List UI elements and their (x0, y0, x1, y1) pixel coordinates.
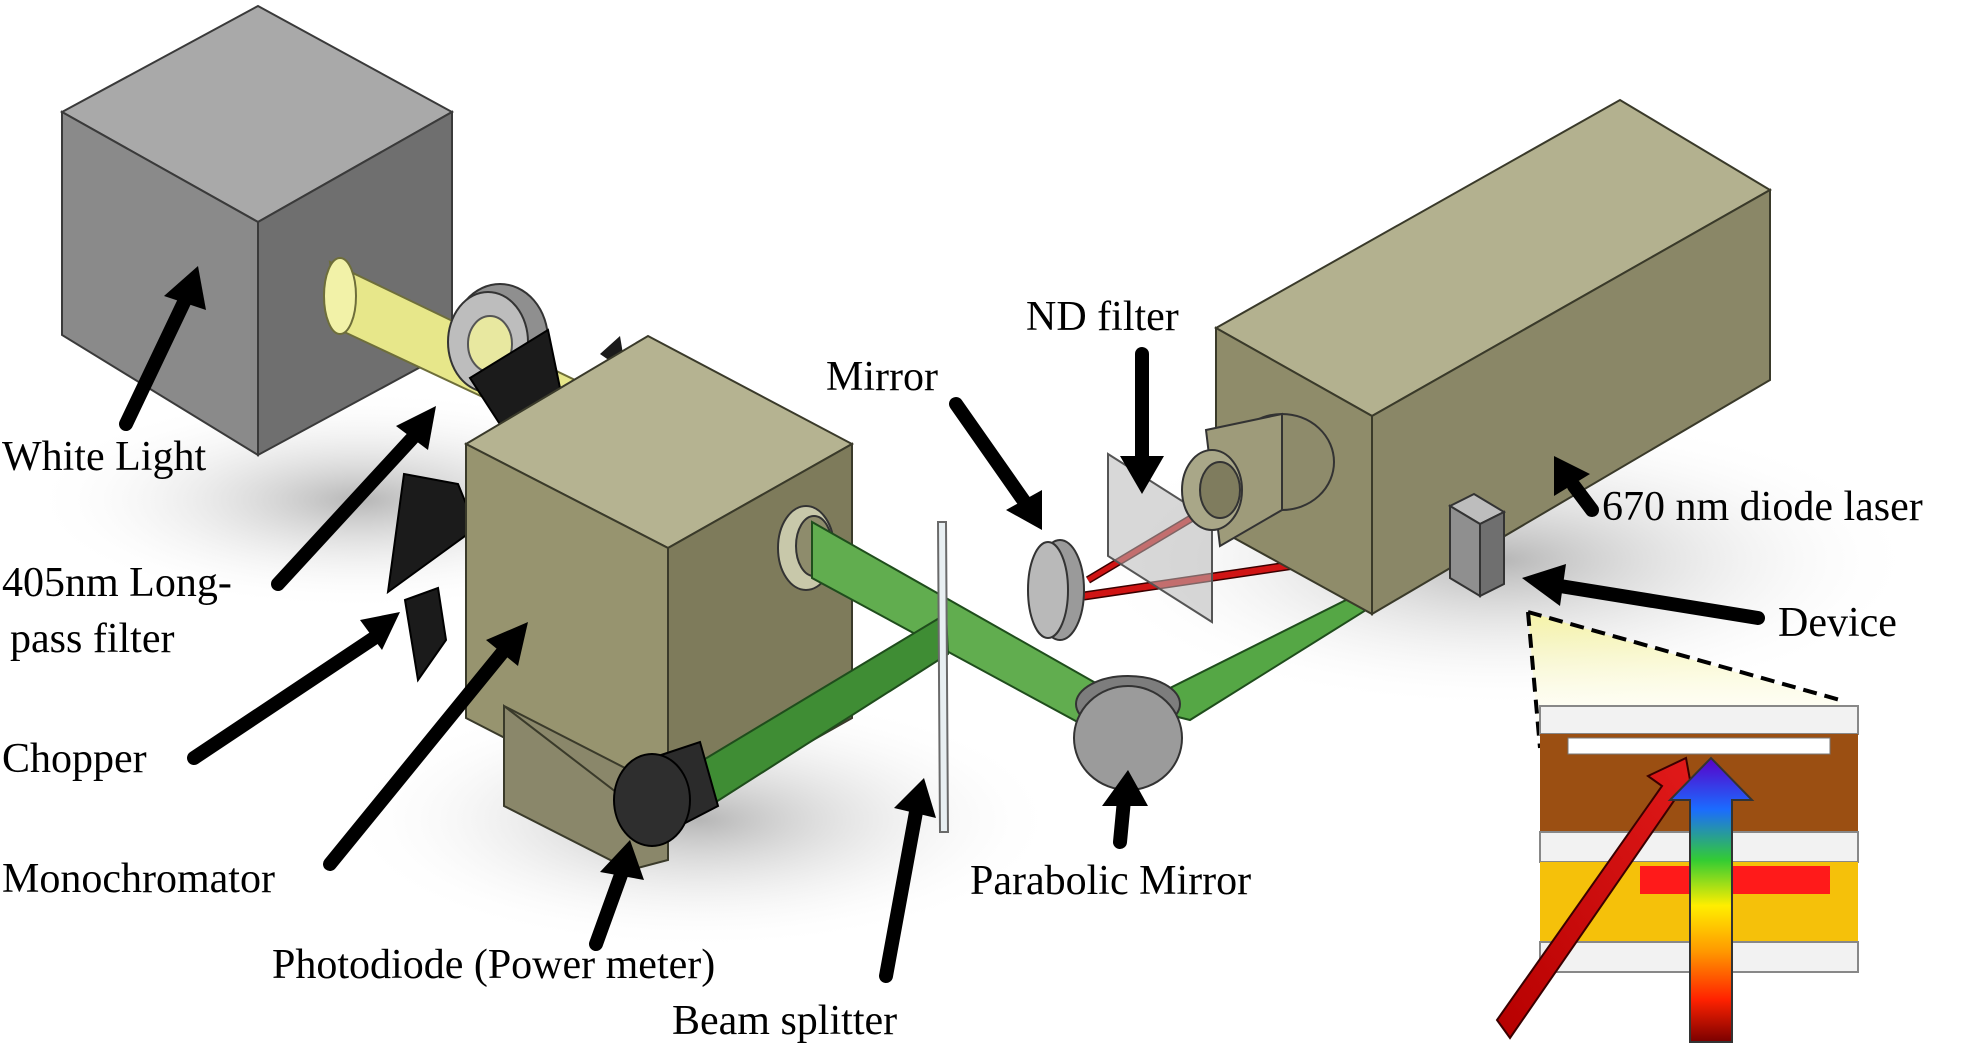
arrow-beam-splitter (879, 805, 923, 983)
beam-splitter (936, 521, 950, 833)
arrow-device (1553, 579, 1765, 625)
pointer-arrows (119, 266, 1765, 983)
laser-barrel (1181, 412, 1335, 548)
label-device: Device (1778, 600, 1897, 646)
arrow-longpass (271, 425, 425, 591)
parabolic-mirror (1073, 675, 1183, 791)
label-diode-laser: 670 nm diode laser (1602, 484, 1923, 530)
arrow-monochromator (323, 641, 513, 871)
arrow-parabolic (1113, 793, 1131, 849)
label-photodiode: Photodiode (Power meter) (272, 942, 715, 988)
label-white-light: White Light (2, 434, 206, 480)
illumination-arrows (1495, 756, 1755, 1043)
label-parabolic-mirror: Parabolic Mirror (970, 858, 1251, 904)
arrow-mirror (949, 397, 1033, 511)
photodiode (613, 740, 720, 847)
label-monochromator: Monochromator (2, 856, 275, 902)
label-mirror: Mirror (826, 354, 938, 400)
label-longpass-line1: 405nm Long- (2, 560, 232, 606)
label-chopper: Chopper (2, 736, 147, 782)
flat-mirror (1027, 539, 1085, 641)
text-labels: White Light 405nm Long- pass filter Chop… (2, 294, 1923, 1044)
white-light-source (59, 4, 455, 457)
device-holder (1447, 492, 1507, 598)
label-nd-filter: ND filter (1026, 294, 1179, 340)
label-beam-splitter: Beam splitter (672, 998, 897, 1044)
arrow-chopper (187, 631, 381, 765)
arrow-white-light (119, 291, 193, 431)
arrow-photodiode (589, 865, 629, 951)
label-longpass-line2: pass filter (10, 616, 174, 662)
nd-filter (1107, 452, 1213, 624)
arrow-diode-laser (1567, 479, 1599, 517)
